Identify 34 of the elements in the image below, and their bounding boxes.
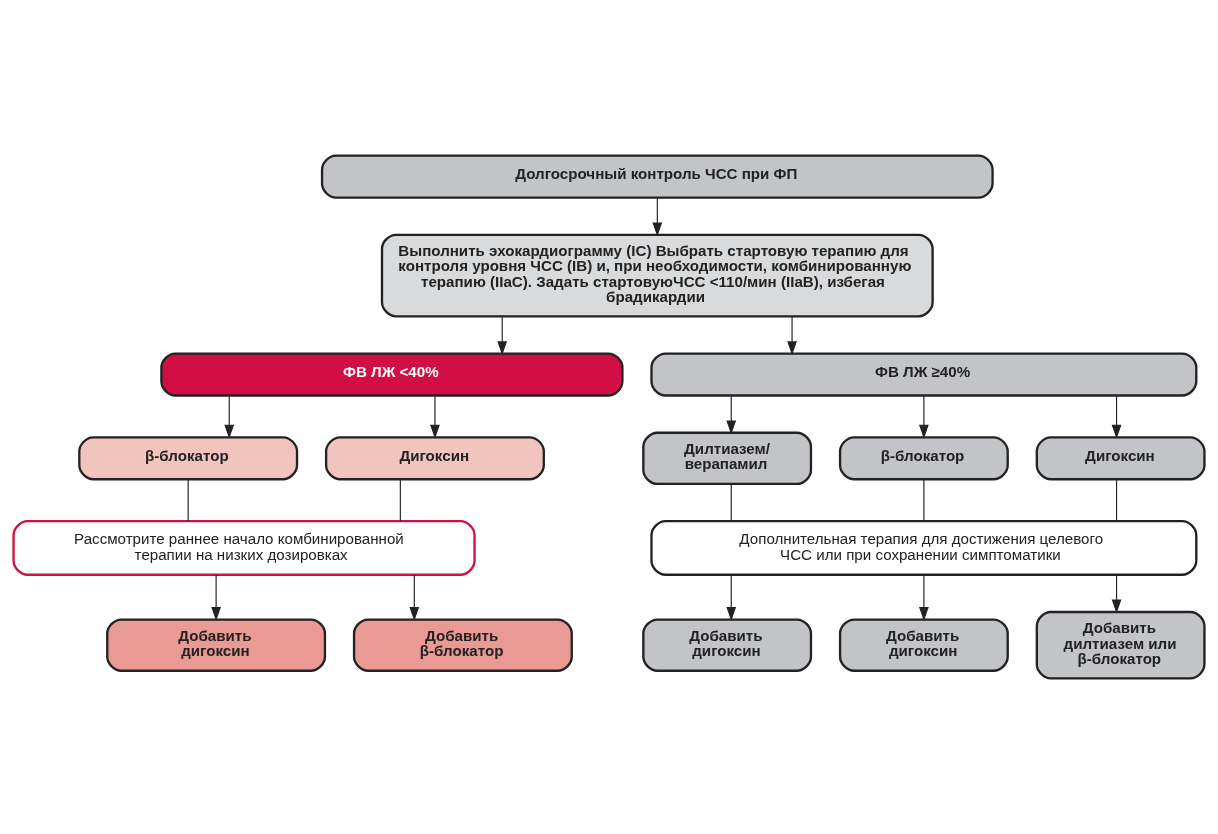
node-box: Рассмотрите раннее начало комбинированной терапии на низких дозировках	[12, 520, 476, 576]
connector	[399, 479, 401, 522]
node-box: Долгосрочный контроль ЧСС при ФП	[320, 154, 994, 199]
arrow	[919, 574, 929, 621]
node-box: Дигоксин	[1035, 436, 1206, 481]
node-box: ФВ ЛЖ <40%	[160, 352, 624, 397]
arrow	[409, 574, 420, 621]
arrow	[1111, 395, 1122, 439]
arrow	[919, 395, 929, 439]
arrow	[430, 395, 440, 439]
node-box: Добавить дигоксин	[642, 618, 813, 672]
arrow	[211, 574, 221, 621]
node-box: Добавить дигоксин	[106, 618, 327, 672]
node-box: Добавить дилтиазем или β-блокатор	[1035, 610, 1206, 680]
node-box: Дополнительная терапия для достижения целевого ЧСС или при сохранении симптоматики	[650, 520, 1198, 576]
connector	[1115, 479, 1118, 522]
arrow	[726, 574, 737, 621]
node-box: Добавить β-блокатор	[352, 618, 573, 672]
arrow	[497, 315, 508, 356]
node-box: Дилтиазем/ верапамил	[642, 431, 813, 486]
node-box: Выполнить эхокардиограмму (IC) Выбрать стартовую терапию для контроля уровня ЧСС (IB) и, при необходимости, комбинированную терапию (IIaC). Задать стартовуюЧСС <110/мин (IIaB), избегая брадикардии	[380, 233, 934, 318]
connector	[923, 479, 925, 522]
connector	[187, 479, 189, 522]
node-box: β-блокатор	[838, 436, 1009, 481]
connector	[730, 483, 732, 522]
node-box: Дигоксин	[324, 436, 545, 481]
arrow	[726, 395, 737, 435]
arrow	[224, 395, 235, 439]
node-box: ФВ ЛЖ ≥40%	[650, 352, 1198, 397]
arrow	[1111, 574, 1122, 614]
arrow	[652, 197, 663, 237]
node-box: Добавить дигоксин	[838, 618, 1009, 672]
arrow	[787, 315, 797, 356]
node-box: β-блокатор	[78, 436, 299, 481]
